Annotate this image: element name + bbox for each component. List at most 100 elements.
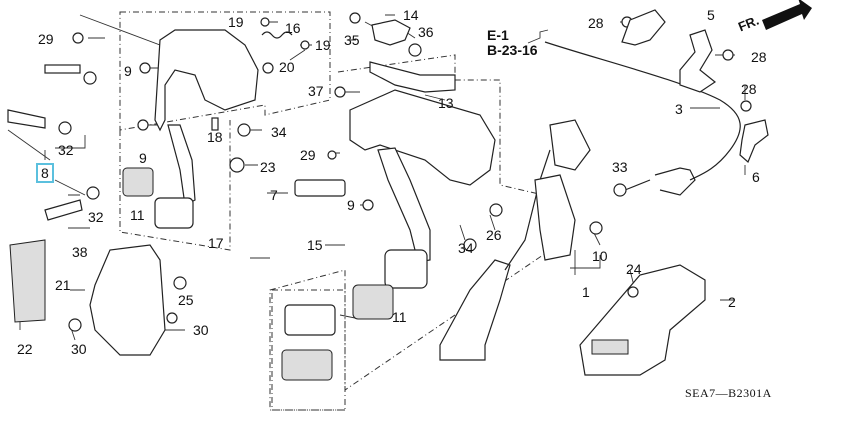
- callout-30: 30: [71, 341, 87, 357]
- pad-trim-shape: [281, 349, 333, 381]
- callout-22: 22: [17, 341, 33, 357]
- nut-34b: [463, 238, 477, 252]
- pin-18: [211, 117, 219, 131]
- callout-18: 18: [207, 129, 223, 145]
- callout-30: 30: [193, 322, 209, 338]
- accelerator-module-shape: [534, 174, 576, 261]
- nut-26: [489, 203, 503, 217]
- clutch-pad-cover-shape: [352, 284, 394, 320]
- callout-1: 1: [582, 284, 590, 300]
- bolt-head-35: [349, 12, 361, 24]
- callout-9: 9: [124, 63, 132, 79]
- callout-14: 14: [403, 7, 419, 23]
- callout-29: 29: [38, 31, 54, 47]
- callout-16: 16: [285, 20, 301, 36]
- switch-7-shape: [294, 179, 346, 197]
- bolt-head-29b: [327, 150, 337, 160]
- brake-bracket-shape: [154, 29, 259, 132]
- foot-rest-shape: [579, 264, 706, 376]
- callout-11: 11: [130, 207, 145, 223]
- accelerator-rod: [504, 149, 551, 271]
- callout-36: 36: [418, 24, 434, 40]
- callout-24: 24: [626, 261, 642, 277]
- clip-9a: [139, 62, 151, 74]
- group-boundary-brake-pedal: [119, 120, 231, 251]
- callout-38: 38: [72, 244, 88, 260]
- bolt-28c: [740, 100, 752, 112]
- bolt-left-shape: [44, 64, 81, 74]
- reference-pointer: [527, 29, 549, 44]
- callout-20: 20: [279, 59, 295, 75]
- callout-34: 34: [458, 240, 474, 256]
- bracket-near-28a: [621, 9, 666, 46]
- clutch-pedal-pad-shape: [384, 249, 428, 289]
- callout-29: 29: [300, 147, 316, 163]
- stud-left-lower: [44, 199, 83, 221]
- callout-26: 26: [486, 227, 502, 243]
- callout-7: 7: [270, 187, 278, 203]
- reference-line-2: B-23-16: [487, 41, 538, 58]
- clutch-pedal-arm: [377, 147, 431, 263]
- callout-9: 9: [139, 150, 147, 166]
- nut-24: [627, 286, 639, 298]
- drawing-code: SEA7—B2301A: [685, 386, 772, 400]
- stud-left-upper: [7, 109, 46, 129]
- callout-10: 10: [592, 248, 608, 264]
- spring-16: [261, 31, 293, 39]
- callout-32: 32: [58, 142, 74, 158]
- nut-34a: [237, 123, 251, 137]
- callout-33: 33: [612, 159, 628, 175]
- reference-line-1: E-1: [487, 27, 509, 43]
- bracket-5-shape: [679, 29, 717, 93]
- cover-21-shape: [89, 244, 166, 356]
- nut-25: [173, 276, 187, 290]
- cover-22-shape: [9, 239, 46, 323]
- callout-25: 25: [178, 292, 194, 308]
- callout-17: 17: [208, 235, 224, 251]
- callout-34: 34: [271, 124, 287, 140]
- bolt-head-37: [334, 86, 346, 98]
- bolt-19a: [260, 17, 270, 27]
- bolt-30b: [166, 312, 178, 324]
- bolt-head-29: [72, 32, 84, 44]
- clip-9b: [137, 119, 149, 131]
- bolt-19b: [300, 40, 310, 50]
- callout-13: 13: [438, 95, 454, 111]
- accelerator-pedal-shape: [439, 259, 511, 361]
- bracket-14-shape: [371, 19, 411, 46]
- nut-shape-a: [83, 71, 97, 85]
- reference-code: E-1 B-23-16: [487, 28, 538, 57]
- brake-pedal-pad-shape: [154, 197, 194, 229]
- callout-21: 21: [55, 277, 71, 293]
- cable-end-fitting: [624, 167, 696, 196]
- clip-20: [262, 62, 274, 74]
- front-arrow-icon: [762, 0, 812, 30]
- bracket-13-shape: [369, 61, 456, 93]
- clutch-bracket-shape: [349, 89, 496, 186]
- callout-35: 35: [344, 32, 360, 48]
- callout-3: 3: [675, 101, 683, 117]
- callout-5: 5: [707, 7, 715, 23]
- bolt-28b: [722, 49, 734, 61]
- stopper-23: [229, 157, 245, 173]
- foot-rest-grip-shape: [591, 339, 629, 355]
- throttle-cable: [544, 41, 741, 181]
- callout-8-highlighted[interactable]: 8: [36, 163, 54, 183]
- callout-9: 9: [347, 197, 355, 213]
- group-boundary-pad-kit: [271, 289, 346, 411]
- callout-6: 6: [752, 169, 760, 185]
- brake-pedal-arm: [167, 124, 196, 206]
- bolt-30a: [68, 318, 82, 332]
- bolt-head-36: [408, 43, 422, 57]
- nut-shape-b: [58, 121, 72, 135]
- callout-11: 11: [392, 309, 407, 325]
- callout-37: 37: [308, 83, 324, 99]
- accelerator-mount-shape: [549, 119, 591, 171]
- callout-28: 28: [751, 49, 767, 65]
- callout-19: 19: [228, 14, 244, 30]
- callout-28: 28: [588, 15, 604, 31]
- callout-15: 15: [307, 237, 323, 253]
- brake-pad-cover-shape: [122, 167, 154, 197]
